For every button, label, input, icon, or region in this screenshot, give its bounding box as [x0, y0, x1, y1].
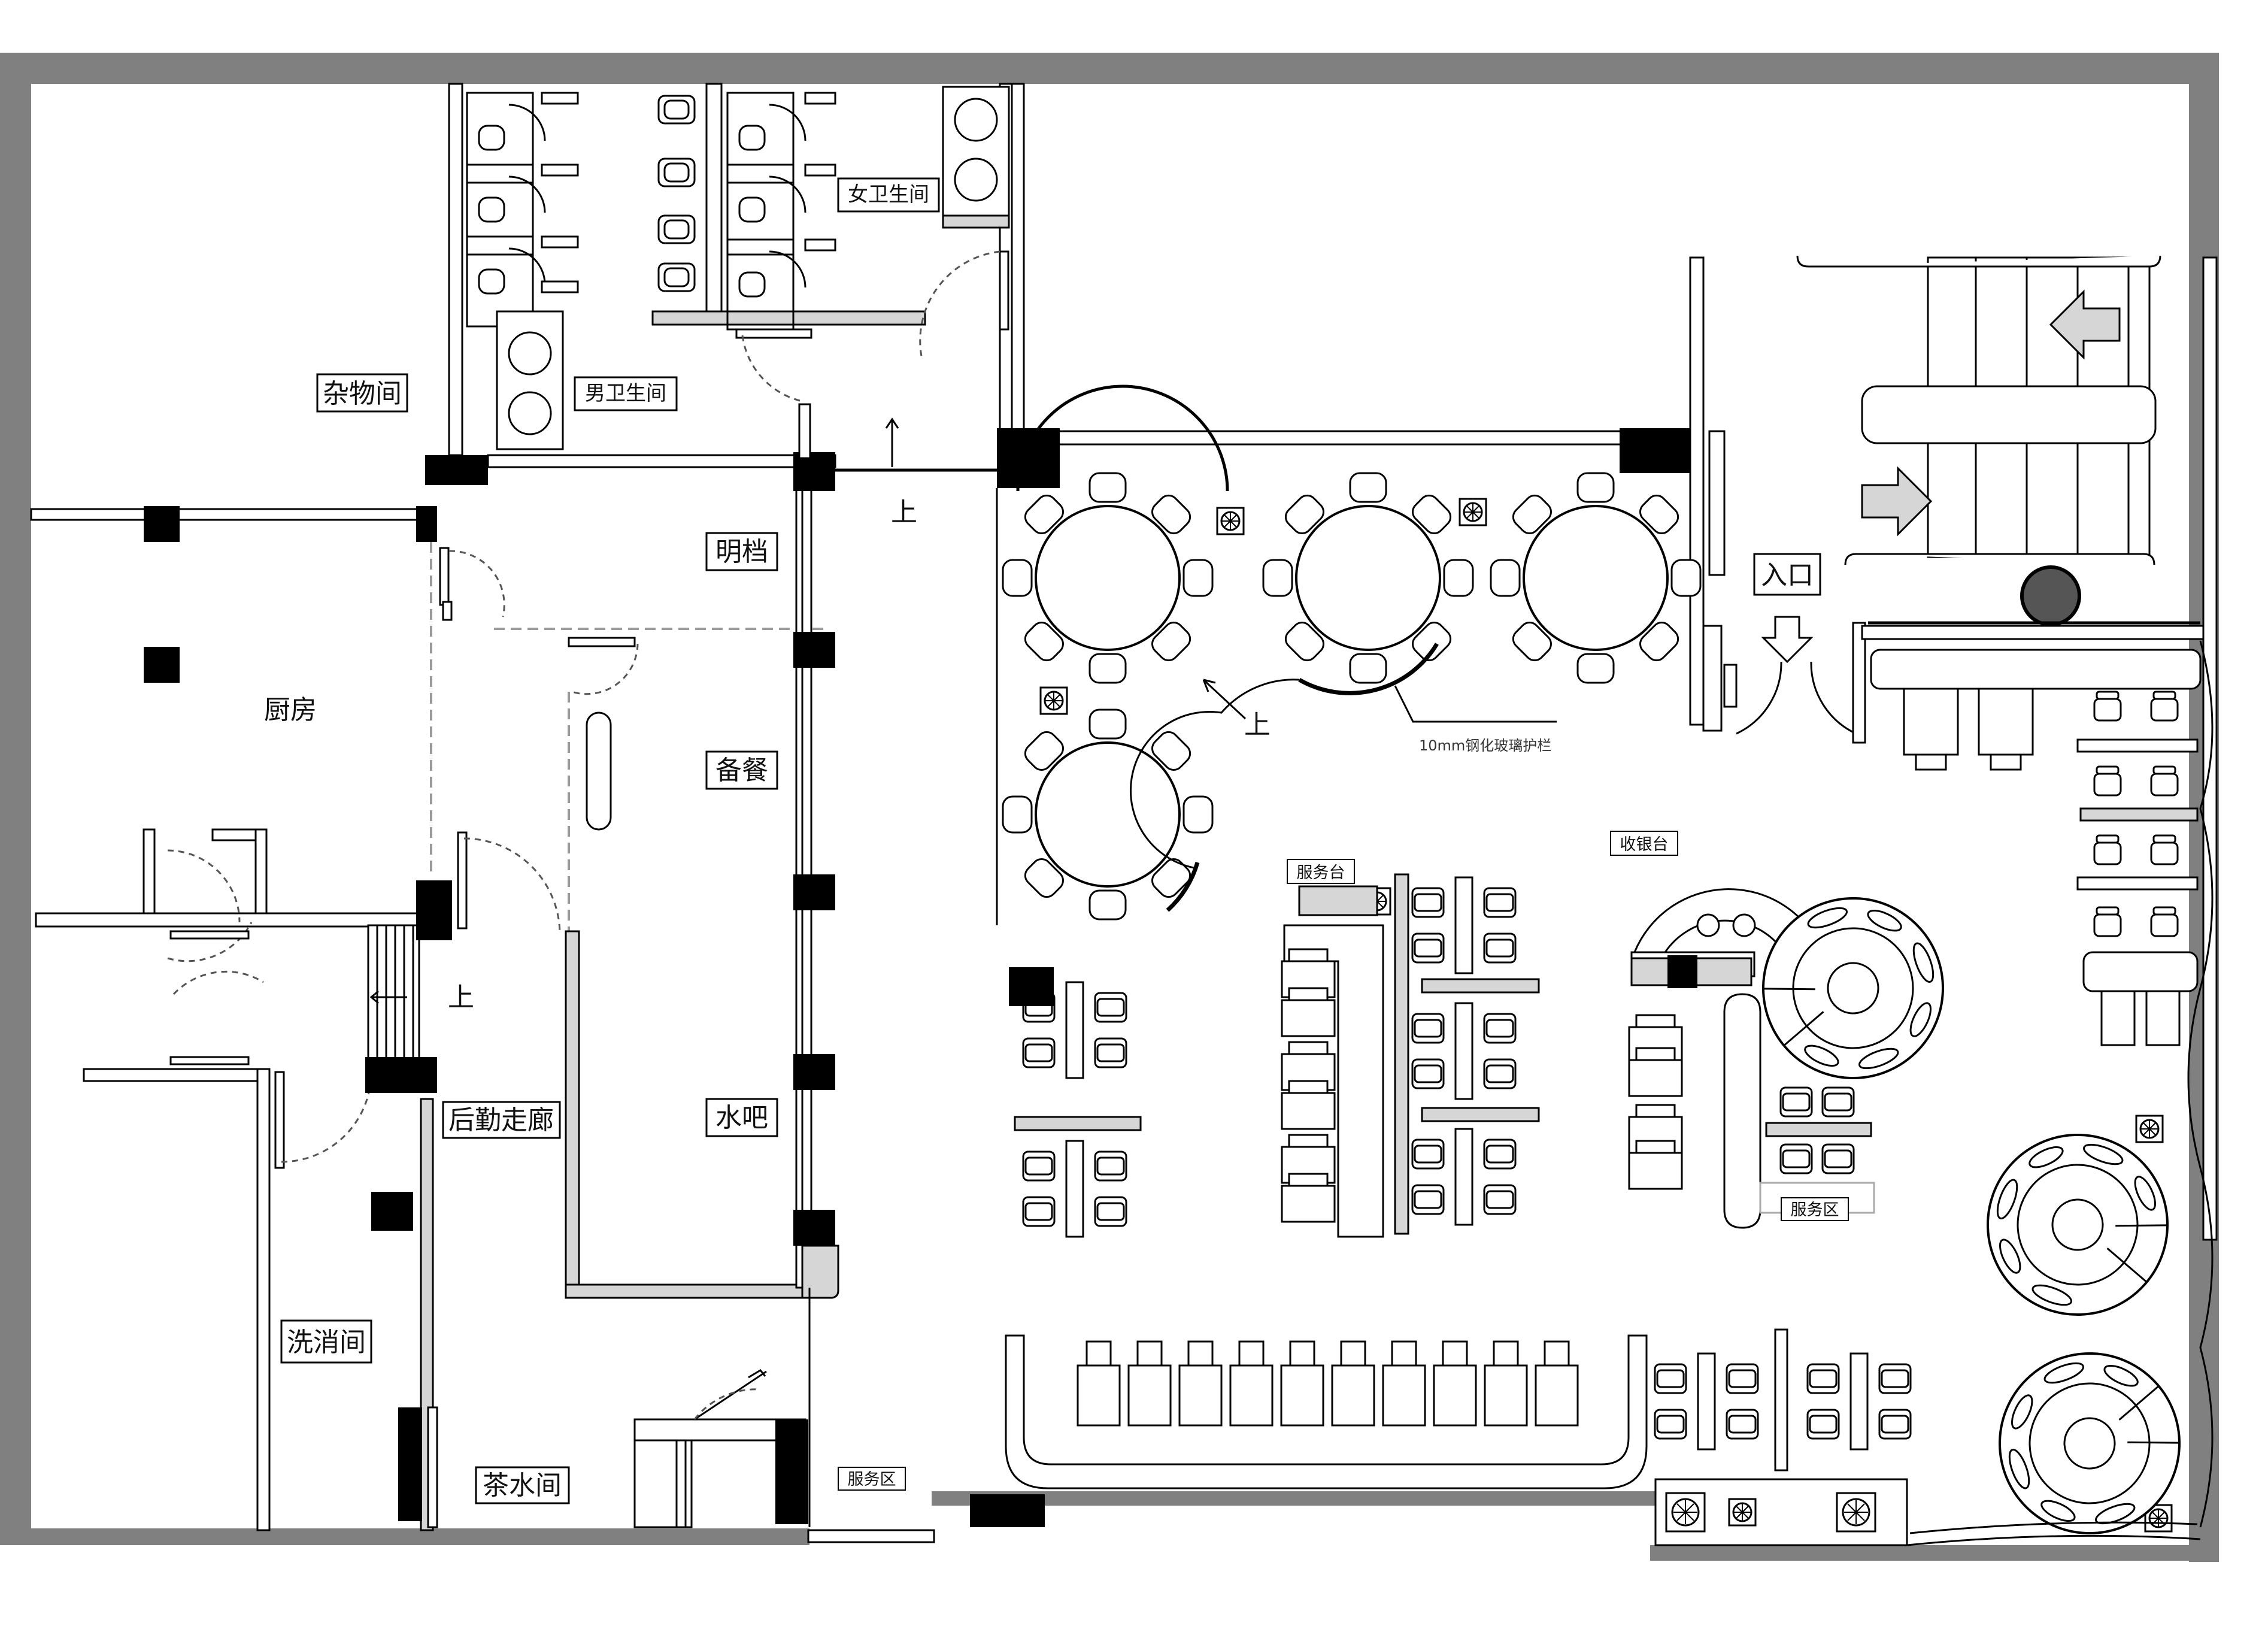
note-up-dining: 上 [1244, 710, 1271, 740]
four-tops-bottom [1655, 1328, 1911, 1471]
note-glass-rail: 10mm钢化玻璃护栏 [1419, 737, 1551, 754]
label-prep: 备餐 [715, 755, 768, 786]
label-kitchen: 厨房 [264, 695, 317, 725]
entry-stairs [1796, 255, 2218, 1241]
label-water-bar: 水吧 [715, 1103, 768, 1133]
restrooms [466, 83, 1025, 459]
tag-service-desk: 服务台 [1297, 864, 1345, 882]
label-womens-restroom: 女卫生间 [848, 183, 929, 207]
label-storage: 杂物间 [323, 379, 402, 409]
tag-cashier: 收银台 [1620, 835, 1669, 854]
label-mens-restroom: 男卫生间 [585, 381, 666, 405]
area-tags: 服务台 收银台 服务区 服务区 [838, 831, 1849, 1491]
outer-walls [0, 53, 2219, 1562]
entrance-zone [1702, 255, 2218, 1546]
room-labels: 杂物间 厨房 男卫生间 女卫生间 明档 备餐 水吧 后勤走廊 洗消间 茶水间 入… [264, 177, 1821, 1504]
dining-area [835, 256, 2206, 1560]
long-tables [1009, 877, 1540, 1237]
annotations: 10mm钢化玻璃护栏 上 上 上 [448, 497, 1551, 1013]
label-logistics-corridor: 后勤走廊 [448, 1105, 554, 1136]
tag-service-area-right: 服务区 [1791, 1201, 1839, 1219]
back-of-house [30, 83, 935, 1543]
bottom-counter [1654, 1478, 1908, 1546]
note-up-service: 上 [448, 982, 474, 1013]
tag-service-area-bottom: 服务区 [848, 1470, 896, 1489]
note-up-main: 上 [891, 497, 917, 528]
service-stairs [367, 924, 420, 1064]
label-entrance: 入口 [1761, 560, 1814, 591]
cashier-counter [1628, 888, 1875, 1229]
label-open-kitchen: 明档 [715, 537, 768, 567]
service-desk-block [1281, 873, 1409, 1238]
tea-counter [633, 1369, 808, 1528]
bottom-booth [970, 1334, 1648, 1527]
label-dishwashing: 洗消间 [287, 1327, 366, 1358]
label-tea-room: 茶水间 [483, 1470, 562, 1501]
